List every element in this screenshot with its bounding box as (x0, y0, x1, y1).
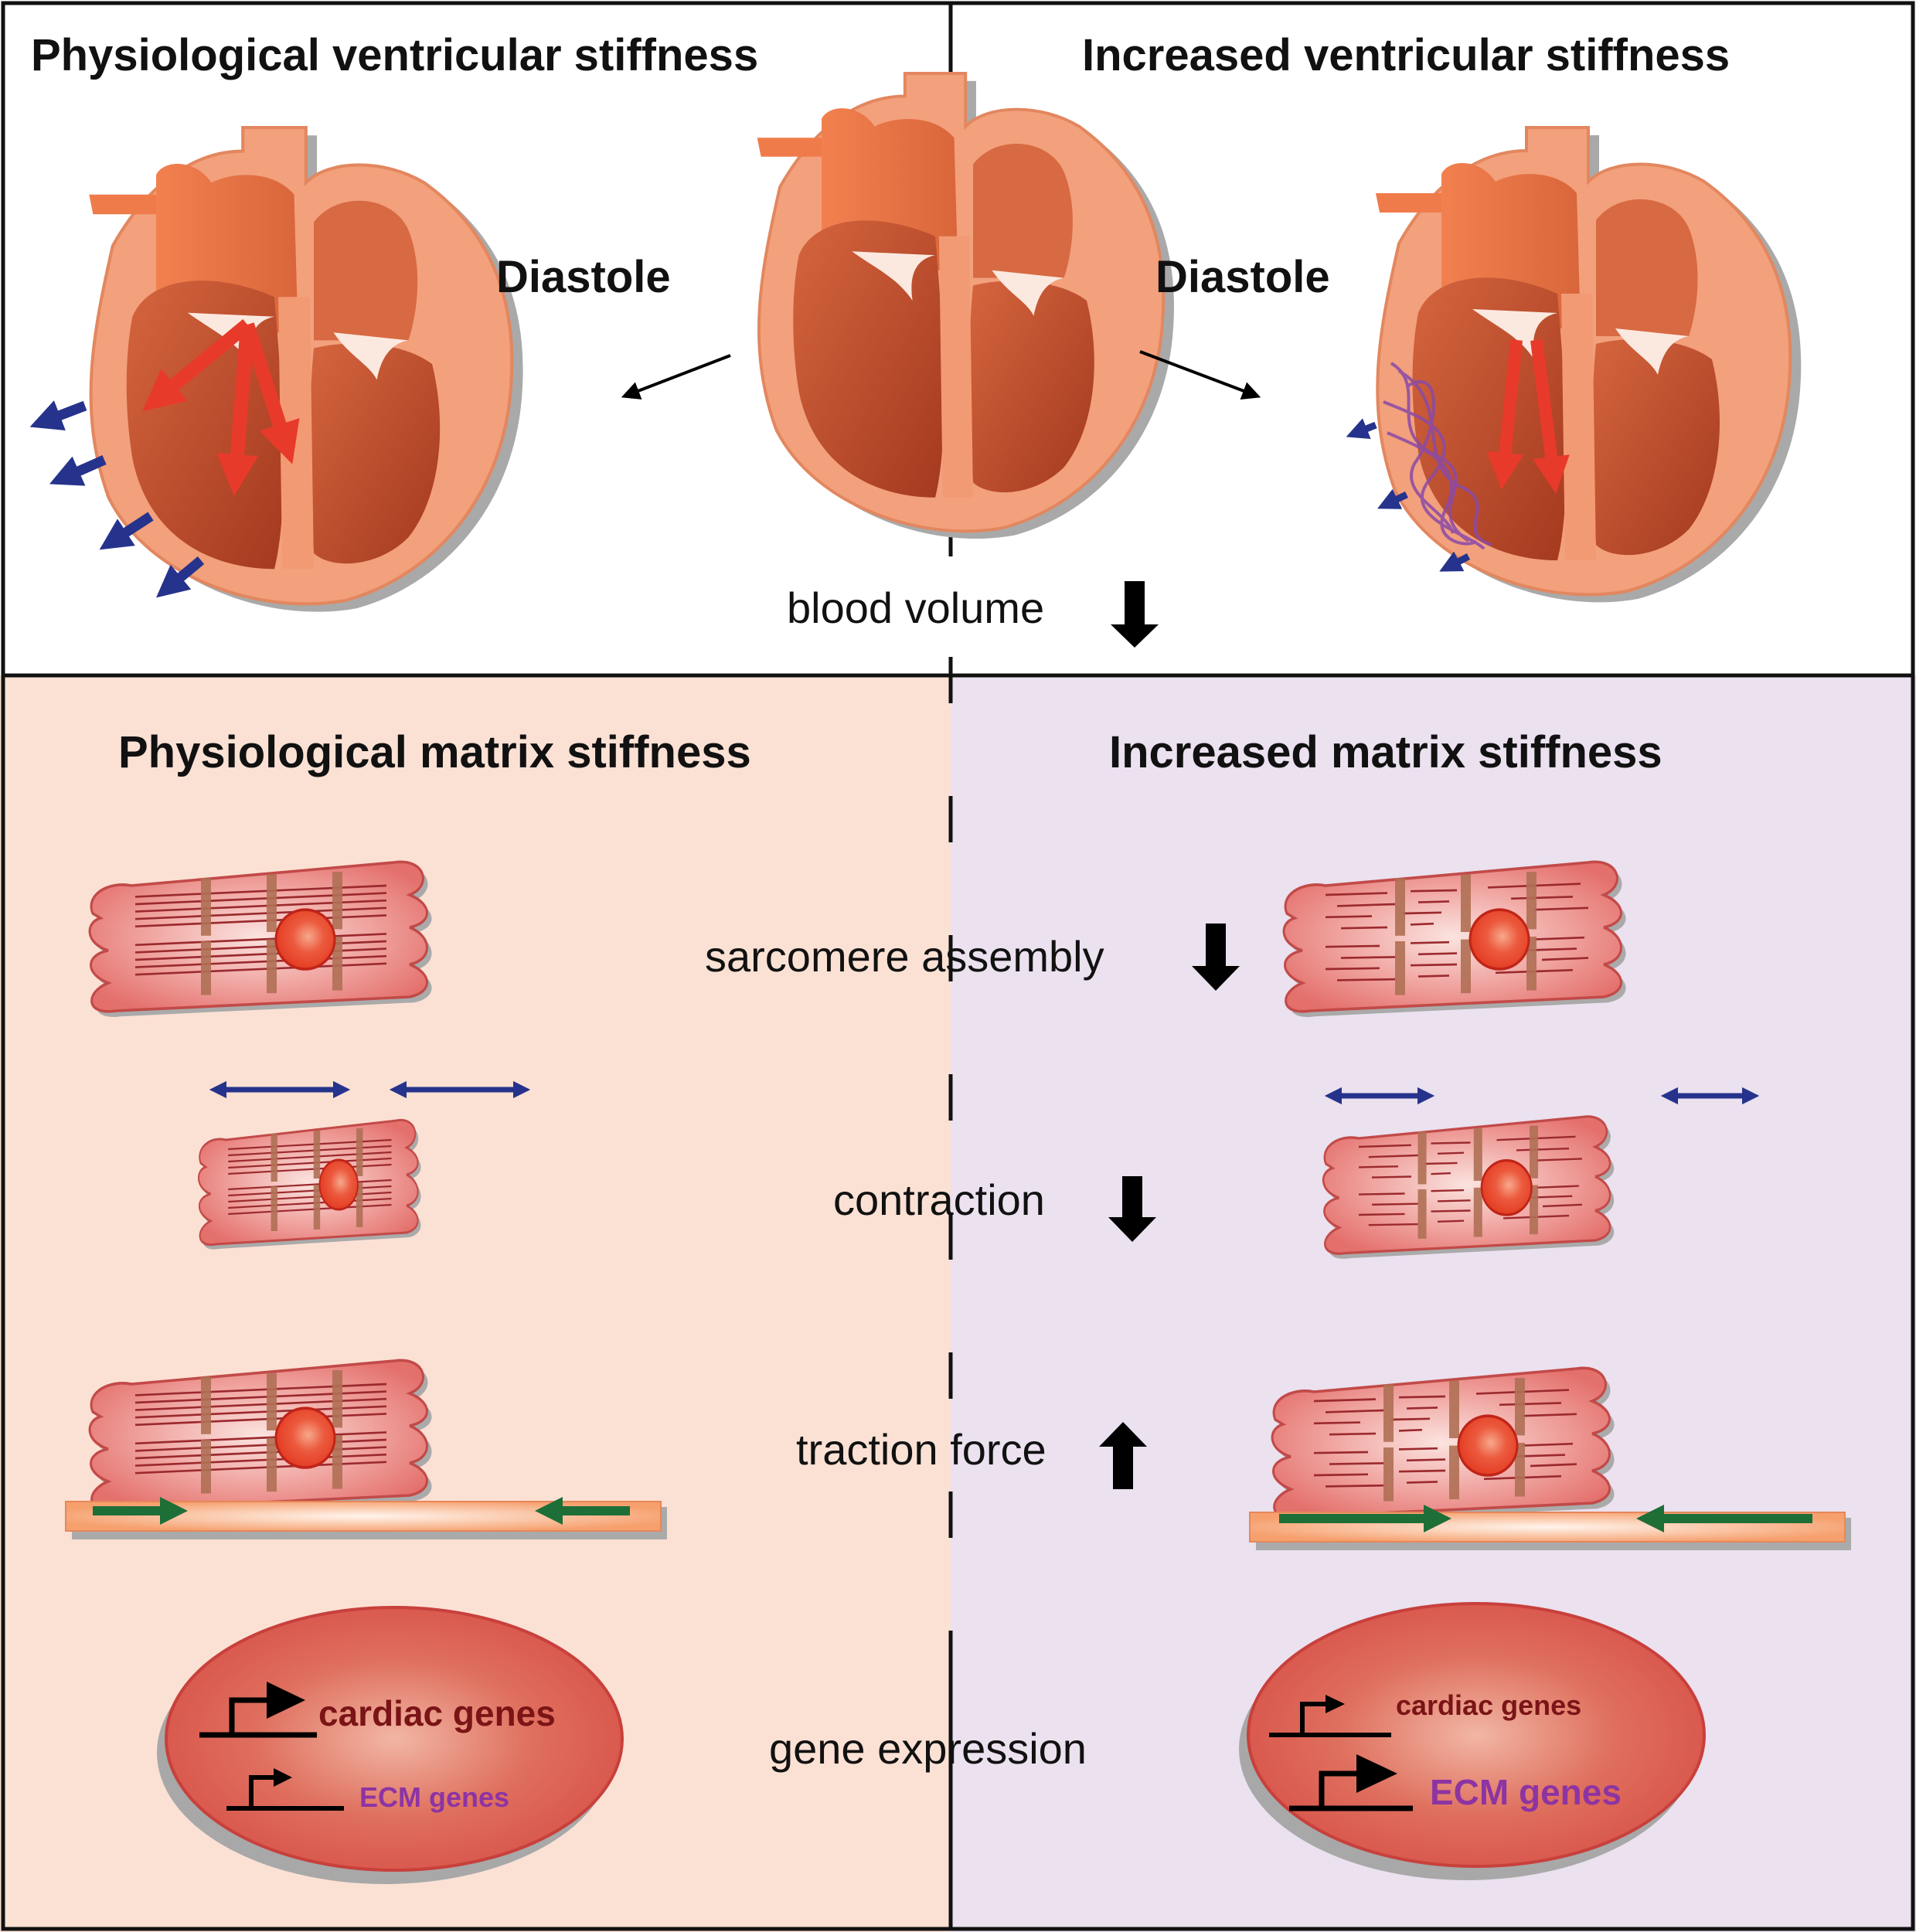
bottom-left-title: Physiological matrix stiffness (118, 727, 751, 777)
red-arrow-5 (1530, 339, 1570, 494)
cardiac-genes-right-label: cardiac genes (1396, 1689, 1582, 1721)
heart-stiff (1374, 126, 1803, 604)
row-label-traction-force: traction force (796, 1425, 1046, 1474)
blue-arrow-3 (99, 512, 154, 550)
red-arrow-2 (216, 324, 258, 496)
row-label-sarcomere-assembly: sarcomere assembly (705, 932, 1104, 981)
arrow-to-left-heart (621, 354, 731, 400)
top-right-title: Increased ventricular stiffness (1082, 30, 1731, 80)
heart-center (755, 72, 1176, 541)
ecm-genes-left-label: ECM genes (359, 1781, 510, 1813)
red-arrow-3 (240, 322, 300, 464)
row-label-contraction: contraction (833, 1175, 1045, 1224)
blue-arrow-2 (49, 455, 107, 486)
blue-arrow-7 (1439, 551, 1471, 572)
promoter-ecm-physiological (226, 1768, 344, 1811)
filling-arrows-stiff (1486, 339, 1570, 494)
traction-up-arrow (1099, 1422, 1147, 1489)
bottom-right-title: Increased matrix stiffness (1109, 727, 1662, 777)
cardiac-genes-left-label: cardiac genes (318, 1693, 556, 1733)
diastole-left-label: Diastole (496, 252, 671, 302)
blood-volume-down-arrow (1111, 581, 1159, 648)
filling-arrows-physiological (142, 319, 300, 496)
cell-traction-stiff (1271, 1366, 1616, 1525)
blue-arrow-5 (1346, 418, 1377, 440)
wall-arrows-physiological (29, 400, 205, 598)
cell-contraction-stiff (1322, 1115, 1615, 1260)
heart-physiological (89, 128, 522, 612)
blue-arrow-4 (156, 556, 205, 598)
red-arrow-1 (142, 319, 252, 412)
diastole-right-label: Diastole (1155, 252, 1330, 302)
blue-arrow-1 (29, 400, 87, 430)
cell-contraction-physiological (197, 1118, 423, 1251)
promoter-cardiac-physiological (199, 1682, 317, 1738)
cell-sarcomere-stiff (1282, 860, 1628, 1019)
blue-arrow-6 (1377, 488, 1408, 509)
promoter-cardiac-stiff (1269, 1695, 1391, 1737)
contraction-down-arrow (1108, 1176, 1156, 1242)
row-label-gene-expression: gene expression (769, 1724, 1087, 1773)
red-arrow-4 (1486, 339, 1524, 490)
cell-traction-physiological (88, 1359, 434, 1517)
fibrosis-scribble (1383, 362, 1492, 550)
ecm-genes-right-label: ECM genes (1430, 1772, 1622, 1812)
promoter-ecm-stiff (1289, 1754, 1413, 1811)
wall-arrows-stiff (1346, 418, 1471, 572)
substrate-physiological (65, 1501, 662, 1532)
sarcomere-down-arrow (1192, 923, 1240, 991)
cell-sarcomere-physiological (88, 860, 434, 1019)
blood-volume-label: blood volume (787, 583, 1045, 632)
arrow-to-right-heart (1139, 350, 1261, 400)
top-left-title: Physiological ventricular stiffness (31, 30, 759, 80)
